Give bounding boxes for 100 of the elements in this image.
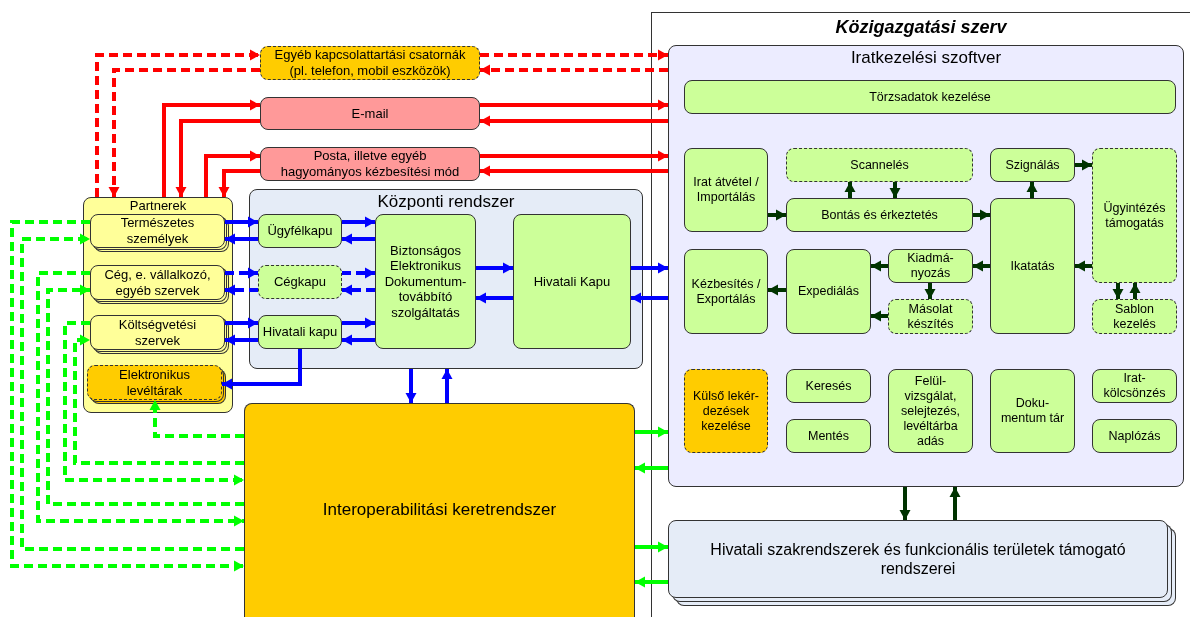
process-box [684,369,768,453]
process-box [888,299,973,334]
box-label: Kiadmá- nyozás [906,251,955,281]
box-label: Hivatali Kapu [533,273,611,290]
gateway-box [258,214,342,248]
arrow [218,169,260,197]
box-label: Költségvetési szervek [117,316,198,349]
box-label: Cégkapu [273,274,326,290]
process-box [684,80,1176,114]
box-label: Elektronikus levéltárak [118,366,191,399]
arrow [973,260,990,272]
arrow [768,284,786,296]
arrow [768,209,786,221]
arrow [973,209,990,221]
arrow [63,321,244,486]
central-system-panel [249,189,643,369]
box-label: Cég, e. vállalkozó, egyéb szervek [103,266,212,299]
process-box [786,198,973,232]
arrow [635,462,668,474]
gateway-box [513,214,631,349]
arrow [342,233,375,245]
process-box [1092,419,1177,453]
panel-heading: Közigazgatási szerv [834,17,1008,38]
channel-box [260,97,480,130]
arrow [73,334,244,465]
box-label: Biztonságos Elektronikus Dokumentum- továbbító szolgáltatás [383,242,468,321]
box-label: Felül- vizsgálat, selejtezés, levéltárba adás [899,373,962,449]
arrow [635,576,668,588]
arrow [949,487,961,520]
box-label: Doku- mentum tár [999,396,1066,426]
arrow [108,68,260,197]
box-label: Ikatatás [1010,258,1055,274]
box-label: Ügyintézés támogatás [1102,200,1167,231]
process-box [786,148,973,182]
arrow [899,487,911,520]
arrow [631,292,668,304]
box-label: Hivatali szakrendszerek és funkcionális területek támogató rendszerei [709,539,1127,579]
arrow [1075,260,1092,272]
process-box [1092,369,1177,403]
panel-heading: Iratkezelési szoftver [849,48,1003,68]
arrow [149,400,244,438]
arrow [1026,182,1038,198]
box-label: Egyéb kapcsolattartási csatornák (pl. telefon, mobil eszközök) [273,47,467,79]
arrow [480,150,668,162]
box-label: Posta, illetve egyéb hagyományos kézbesítési mód [279,148,461,180]
box-label: Naplózás [1108,428,1161,444]
arrow [175,119,260,197]
box-label: Hivatali kapu [262,324,338,340]
box-label: Irat átvétel / Importálás [692,175,760,205]
arrow [871,310,888,322]
process-box [684,148,768,232]
box-label: Szignálás [1005,157,1060,173]
box-label: Sablon kezelés [1112,301,1157,332]
channel-box [260,46,480,80]
arrow [635,426,668,438]
arrow [342,284,375,296]
arrow [871,260,888,272]
arrow [225,284,258,296]
organization-frame [651,12,1190,617]
box-label: Irat- kölcsönzés [1102,371,1167,401]
box-label: Keresés [805,378,852,394]
arrow [204,150,260,197]
box-label: Mentés [808,428,849,444]
arrow [480,99,668,111]
arrow [225,233,258,245]
channel-box [260,147,480,181]
box-label: Bontás és érkeztetés [821,207,938,223]
process-box [786,249,871,334]
box-label: Expediálás [797,284,860,299]
arrow [844,182,856,198]
box-label: Kézbesítés / Exportálás [690,276,762,307]
partners-panel [83,197,233,413]
box-label: E-mail [351,105,389,122]
process-box [990,369,1075,453]
arrow [222,349,302,390]
process-box [990,198,1075,334]
panel-heading: Partnerek [128,199,188,214]
arrow [480,115,668,127]
arrow [441,369,453,403]
arrow [36,271,244,527]
arrow [631,262,668,274]
box-label: Ügyfélkapu [267,223,333,239]
box-label: Scannelés [850,157,909,173]
arrow [405,369,417,403]
box-label: Külső lekér- dezések kezelése [692,388,760,434]
panel-heading: Központi rendszer [376,192,516,212]
box-label: Természetes személyek [119,215,196,247]
arrow [480,165,668,177]
arrow [476,262,513,274]
arrow [476,292,513,304]
arrow [1075,159,1092,171]
arrow [162,99,260,197]
process-box [990,148,1075,182]
arrow [342,334,375,346]
process-box [1092,299,1177,334]
process-box [786,369,871,403]
gateway-box [258,265,342,299]
service-box [375,214,476,349]
box-label: Másolat készítés [906,301,955,332]
gateway-box [258,315,342,349]
